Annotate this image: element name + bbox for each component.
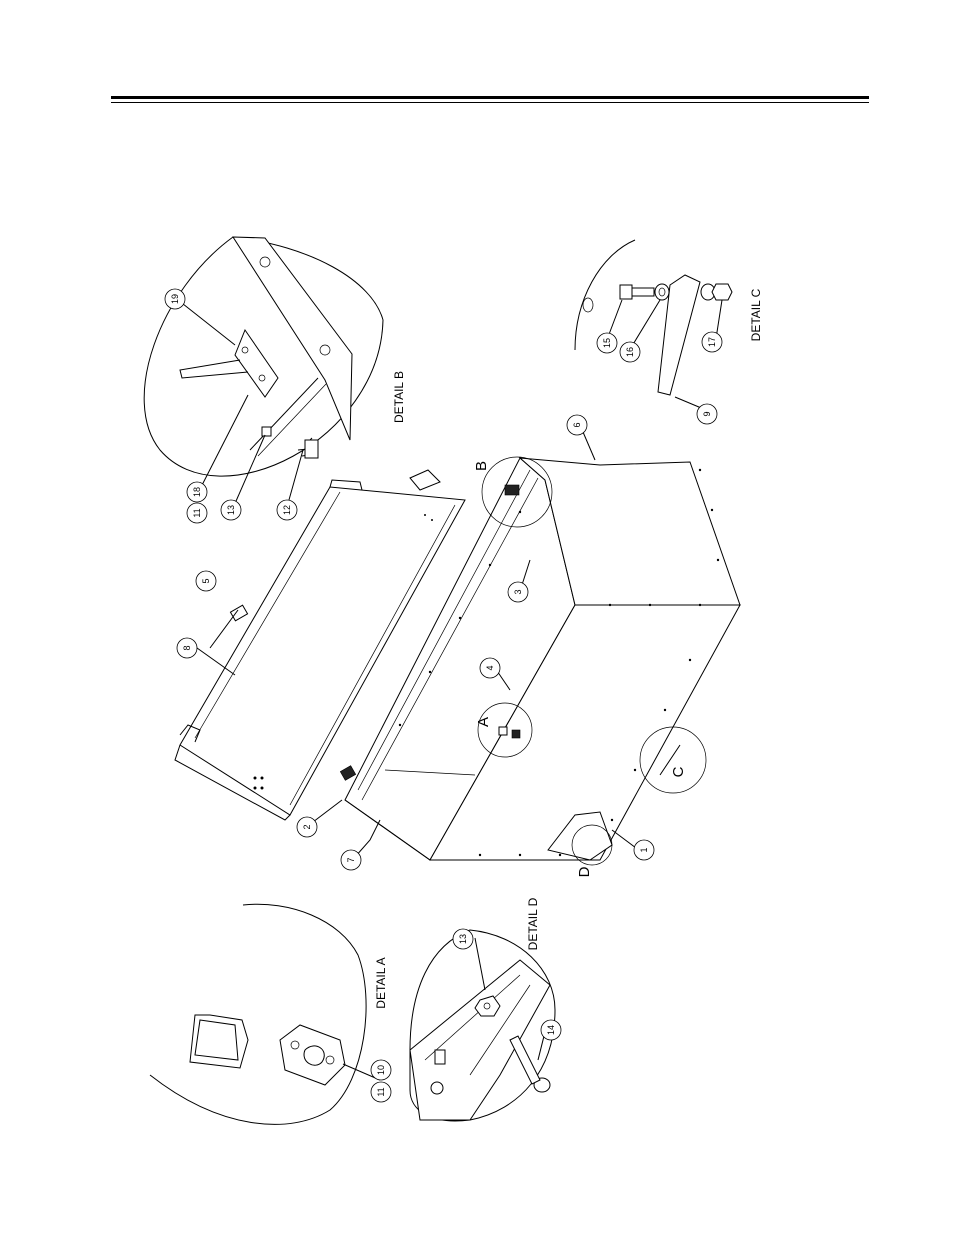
balloon-14: 14 xyxy=(540,1019,562,1041)
balloon-13: 13 xyxy=(220,499,242,521)
balloon-13b: 13 xyxy=(452,928,474,950)
svg-text:3: 3 xyxy=(513,589,523,594)
balloon-18: 18 xyxy=(186,481,208,503)
callout-letter-a: A xyxy=(475,717,492,727)
callout-circle-d xyxy=(571,824,613,866)
svg-text:11: 11 xyxy=(192,508,202,517)
callout-circle-c xyxy=(639,726,707,794)
svg-text:14: 14 xyxy=(546,1025,556,1035)
callout-circle-a xyxy=(477,702,533,758)
svg-text:4: 4 xyxy=(485,665,495,670)
header-rule-thin xyxy=(111,102,869,103)
svg-text:16: 16 xyxy=(625,347,635,357)
callout-letter-c: C xyxy=(670,766,687,777)
header-rule-thick xyxy=(111,96,869,99)
callout-letter-d: D xyxy=(576,866,593,877)
svg-text:17: 17 xyxy=(707,337,717,347)
svg-text:5: 5 xyxy=(201,578,211,583)
balloon-19: 19 xyxy=(164,288,186,310)
balloon-11b: 11 xyxy=(186,502,208,524)
svg-text:13: 13 xyxy=(226,505,236,515)
svg-text:9: 9 xyxy=(702,411,712,416)
balloon-7: 7 xyxy=(340,849,362,871)
svg-text:1: 1 xyxy=(639,847,649,852)
balloon-11: 11 xyxy=(370,1081,392,1103)
balloon-9: 9 xyxy=(696,403,718,425)
svg-text:7: 7 xyxy=(346,857,356,862)
svg-text:19: 19 xyxy=(170,294,180,304)
balloon-2: 2 xyxy=(296,816,318,838)
callout-circle-b xyxy=(481,456,553,528)
balloon-15: 15 xyxy=(596,332,618,354)
svg-text:10: 10 xyxy=(376,1065,386,1075)
balloon-10: 10 xyxy=(370,1059,392,1081)
balloon-12: 12 xyxy=(276,499,298,521)
box-assembly xyxy=(339,457,741,861)
detail-d-label: DETAIL D xyxy=(526,897,540,950)
balloon-6: 6 xyxy=(566,414,588,436)
balloon-16: 16 xyxy=(619,341,641,363)
balloon-8: 8 xyxy=(176,637,198,659)
detail-a-label: DETAIL A xyxy=(374,957,388,1008)
detail-b-view xyxy=(143,236,384,477)
balloon-1: 1 xyxy=(633,839,655,861)
svg-text:6: 6 xyxy=(572,422,582,427)
detail-b-label: DETAIL B xyxy=(392,371,406,423)
balloon-3: 3 xyxy=(507,581,529,603)
svg-text:11: 11 xyxy=(376,1087,386,1096)
balloon-4: 4 xyxy=(479,657,501,679)
callout-letter-b: B xyxy=(473,461,490,471)
detail-a-view xyxy=(149,903,367,1125)
detail-d-view xyxy=(409,929,556,1122)
balloon-5: 5 xyxy=(195,570,217,592)
svg-text:13: 13 xyxy=(458,934,468,944)
svg-text:12: 12 xyxy=(282,505,292,515)
lid-part xyxy=(174,469,466,821)
svg-text:8: 8 xyxy=(182,645,192,650)
detail-c-view xyxy=(574,239,733,396)
detail-c-label: DETAIL C xyxy=(749,288,763,341)
svg-text:15: 15 xyxy=(602,338,612,348)
svg-text:2: 2 xyxy=(302,824,312,829)
balloon-17: 17 xyxy=(701,331,723,353)
svg-text:18: 18 xyxy=(192,487,202,497)
